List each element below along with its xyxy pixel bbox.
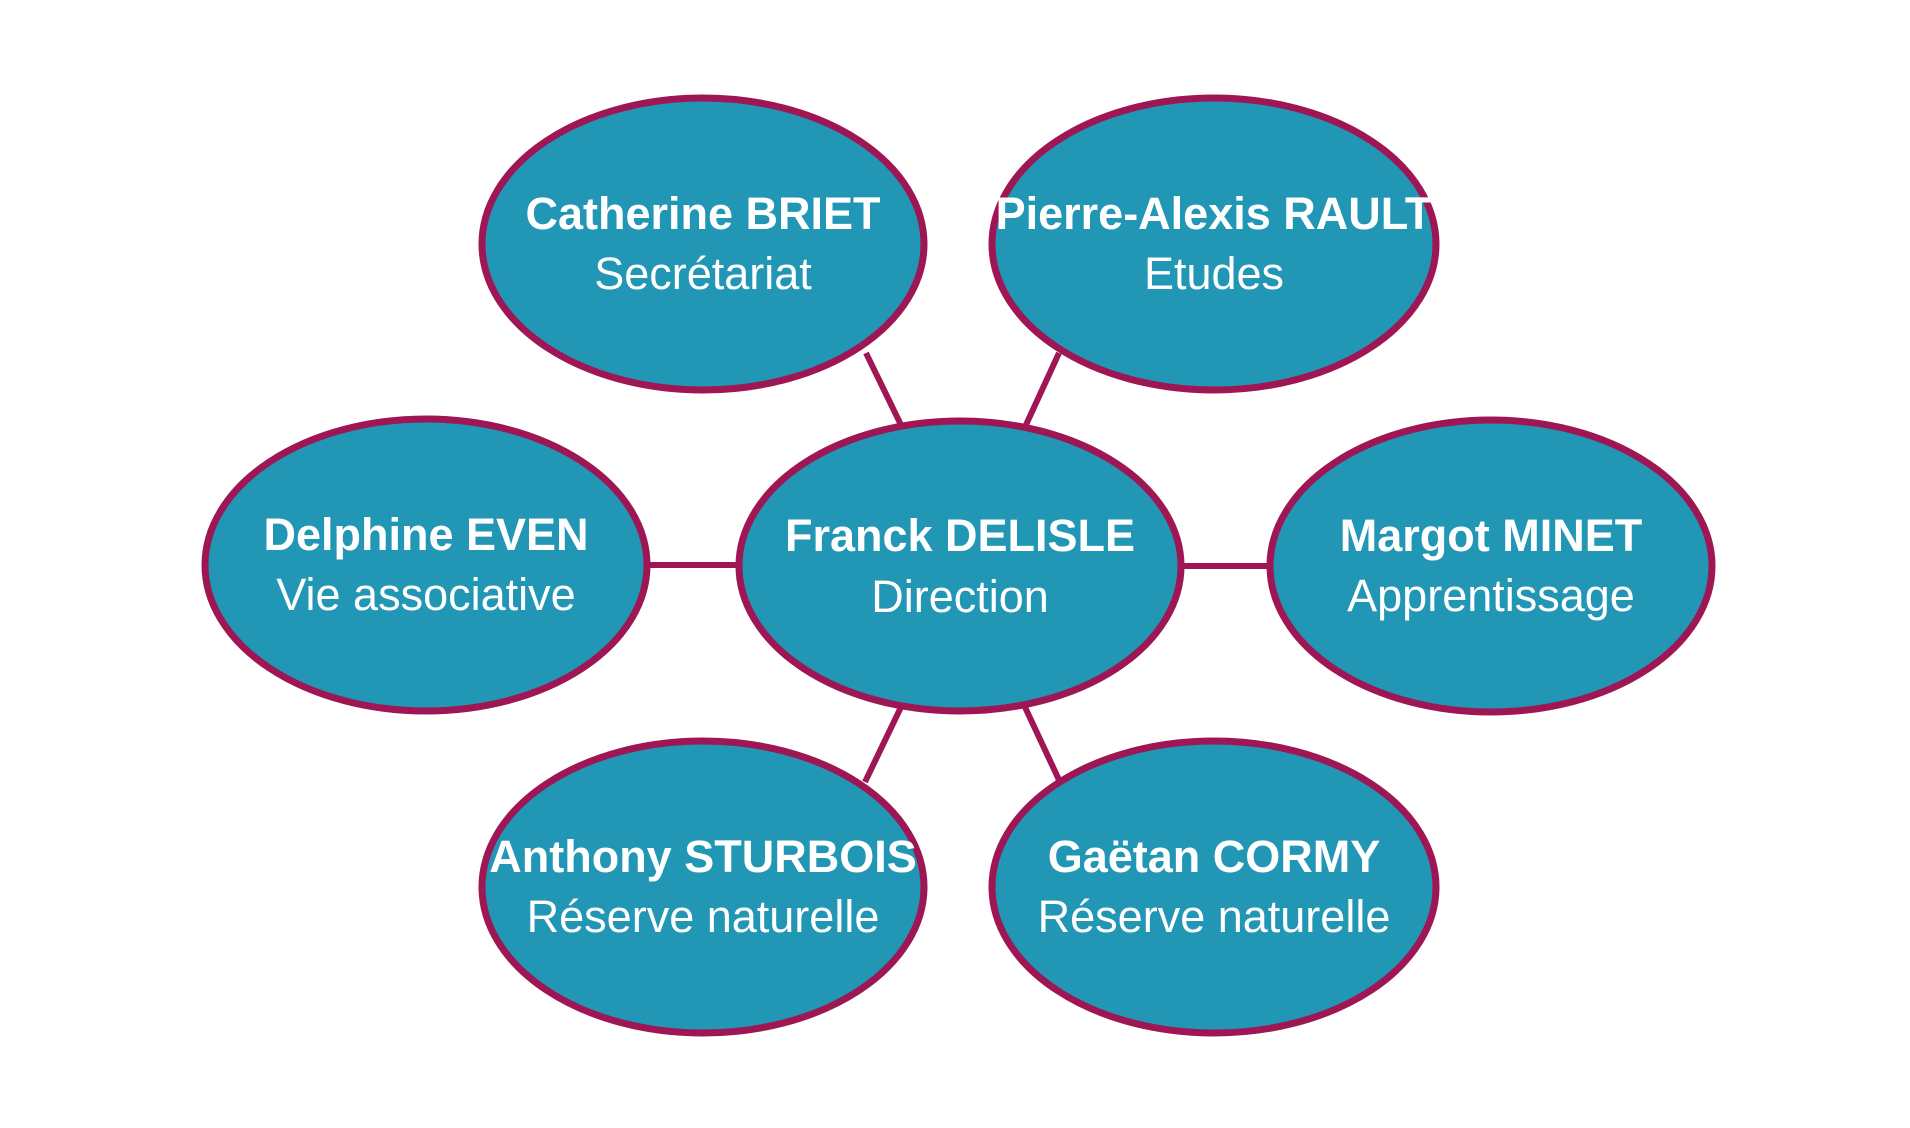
node-member-role: Vie associative (276, 569, 575, 620)
node-member: Pierre-Alexis RAULT Etudes (988, 94, 1440, 394)
node-member-name: Anthony STURBOIS (489, 831, 916, 882)
node-member: Catherine BRIET Secrétariat (478, 94, 928, 394)
node-center-role: Direction (871, 571, 1049, 622)
node-member-name: Delphine EVEN (263, 509, 588, 560)
node-member-role: Réserve naturelle (1038, 891, 1391, 942)
node-member-shape (1266, 416, 1716, 716)
node-center-shape (735, 417, 1185, 715)
node-member-role: Réserve naturelle (527, 891, 880, 942)
connector-secretariat (863, 351, 905, 429)
node-member-name: Margot MINET (1340, 510, 1642, 561)
node-member-shape (988, 737, 1440, 1037)
node-member: Anthony STURBOIS Réserve naturelle (478, 737, 928, 1037)
node-member-name: Pierre-Alexis RAULT (996, 188, 1433, 239)
node-member: Delphine EVEN Vie associative (201, 415, 651, 715)
node-center: Franck DELISLE Direction (735, 417, 1185, 715)
node-member-shape (988, 94, 1440, 394)
connector-etudes (1022, 351, 1062, 429)
node-member: Margot MINET Apprentissage (1266, 416, 1716, 716)
node-member-name: Catherine BRIET (525, 188, 880, 239)
node-member-shape (201, 415, 651, 715)
node-member-shape (478, 94, 928, 394)
node-center-name: Franck DELISLE (785, 510, 1135, 561)
node-member-role: Etudes (1144, 248, 1284, 299)
node-member-name: Gaëtan CORMY (1048, 831, 1381, 882)
node-member-shape (478, 737, 928, 1037)
node-member-role: Apprentissage (1347, 570, 1635, 621)
connector-reserve-naturelle-1 (862, 703, 905, 784)
node-member-role: Secrétariat (594, 248, 812, 299)
connector-reserve-naturelle-2 (1021, 703, 1063, 784)
node-member: Gaëtan CORMY Réserve naturelle (988, 737, 1440, 1037)
